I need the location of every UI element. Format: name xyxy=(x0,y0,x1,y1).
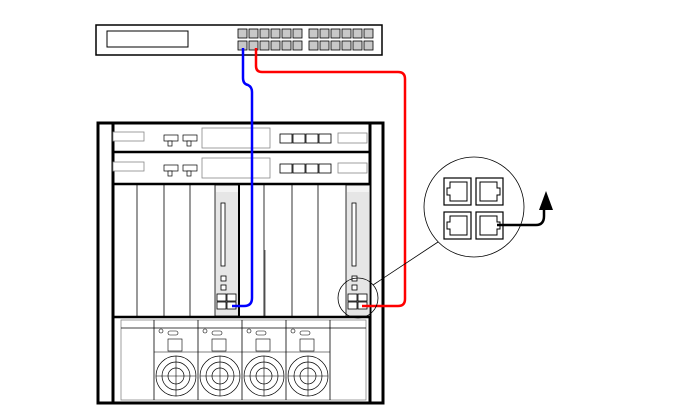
switch-port xyxy=(260,29,269,38)
magnified-ports xyxy=(424,157,553,257)
unit-label xyxy=(113,162,144,171)
rj45-jack xyxy=(480,182,500,201)
switch-port xyxy=(271,29,280,38)
card-led xyxy=(352,285,357,290)
switch-port xyxy=(342,41,351,50)
card-port xyxy=(227,294,236,301)
card-handle xyxy=(221,203,225,266)
unit-led xyxy=(306,164,318,173)
card-port xyxy=(348,302,357,309)
rj45-jack xyxy=(447,182,467,201)
unit-display xyxy=(202,128,270,148)
switch-port xyxy=(309,29,318,38)
unit-label xyxy=(338,163,367,173)
switch-port xyxy=(364,29,373,38)
rj45-jack xyxy=(447,216,467,235)
switch-port xyxy=(293,41,302,50)
arrow-up-icon xyxy=(539,191,553,210)
unit-display xyxy=(202,158,270,178)
unit-button xyxy=(164,165,178,171)
switch-port xyxy=(320,41,329,50)
card-led xyxy=(221,276,226,281)
switch-port xyxy=(353,41,362,50)
unit-button xyxy=(164,135,178,141)
unit-led xyxy=(319,164,331,173)
unit-led xyxy=(280,164,292,173)
switch-port xyxy=(249,29,258,38)
unit-label xyxy=(338,133,367,143)
switch-port xyxy=(260,41,269,50)
switch-port xyxy=(320,29,329,38)
switch-port xyxy=(282,41,291,50)
switch-port xyxy=(331,41,340,50)
server-chassis xyxy=(98,123,383,403)
unit-led xyxy=(306,134,318,143)
switch-port xyxy=(293,29,302,38)
unit-button xyxy=(183,135,197,141)
switch-port xyxy=(282,29,291,38)
switch-port xyxy=(271,41,280,50)
unit-led xyxy=(293,164,305,173)
unit-led xyxy=(280,134,292,143)
switch-port xyxy=(353,29,362,38)
card-led xyxy=(221,285,226,290)
card-port xyxy=(348,294,357,301)
card-port xyxy=(358,294,367,301)
switch-port xyxy=(331,29,340,38)
unit-led xyxy=(293,134,305,143)
switch-port xyxy=(309,41,318,50)
network-switch xyxy=(96,25,382,55)
fan-trays xyxy=(121,320,366,400)
unit-button xyxy=(183,165,197,171)
switch-port xyxy=(238,29,247,38)
switch-port xyxy=(342,29,351,38)
card-handle xyxy=(352,203,356,266)
card-port xyxy=(217,302,226,309)
card-port xyxy=(217,294,226,301)
unit-label xyxy=(113,132,144,141)
unit-led xyxy=(319,134,331,143)
switch-port xyxy=(364,41,373,50)
